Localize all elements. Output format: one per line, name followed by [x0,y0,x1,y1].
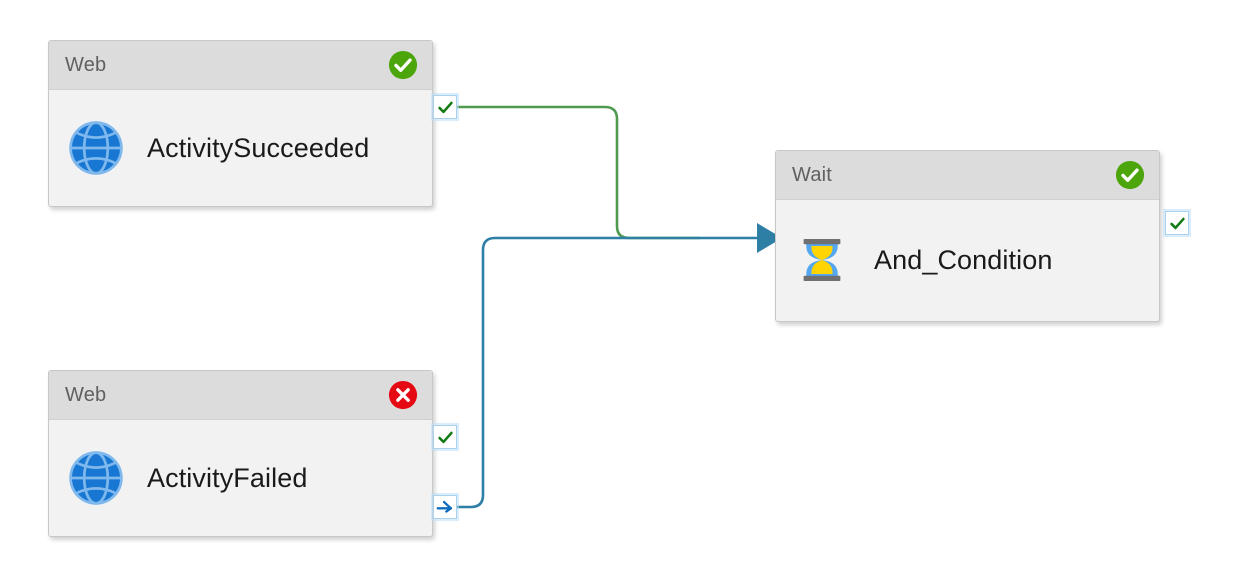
globe-icon [67,449,125,507]
node-body: ActivitySucceeded [49,90,432,206]
node-body: ActivityFailed [49,420,432,536]
node-header: Web [49,41,432,90]
activity-node-web-succeeded[interactable]: Web [48,40,433,207]
node-label: ActivityFailed [147,462,308,493]
edge-succeeded-to-condition [457,105,700,240]
arrow-right-icon [436,498,454,516]
check-icon [437,429,454,446]
node-title: Wait [792,163,833,186]
globe-icon [67,119,125,177]
port-condition-success[interactable] [1165,211,1189,235]
node-title: Web [65,383,107,406]
node-body: And_Condition [776,200,1159,321]
port-succeeded-success[interactable] [433,95,457,119]
activity-node-web-failed[interactable]: Web [48,370,433,537]
node-label: ActivitySucceeded [147,132,370,163]
node-label: And_Condition [874,245,1053,275]
success-check-badge-icon [1115,160,1145,190]
error-cross-badge-icon [388,380,418,410]
hourglass-icon [794,232,852,290]
check-icon [437,99,454,116]
success-check-badge-icon [388,50,418,80]
activity-node-wait-and-condition[interactable]: Wait And_Condition [775,150,1160,322]
edge-failed-to-condition [457,236,757,509]
check-icon [1169,215,1186,232]
port-failed-success[interactable] [433,425,457,449]
node-header: Web [49,371,432,420]
port-failed-failure[interactable] [433,495,457,519]
node-title: Web [65,53,107,76]
node-header: Wait [776,151,1159,200]
